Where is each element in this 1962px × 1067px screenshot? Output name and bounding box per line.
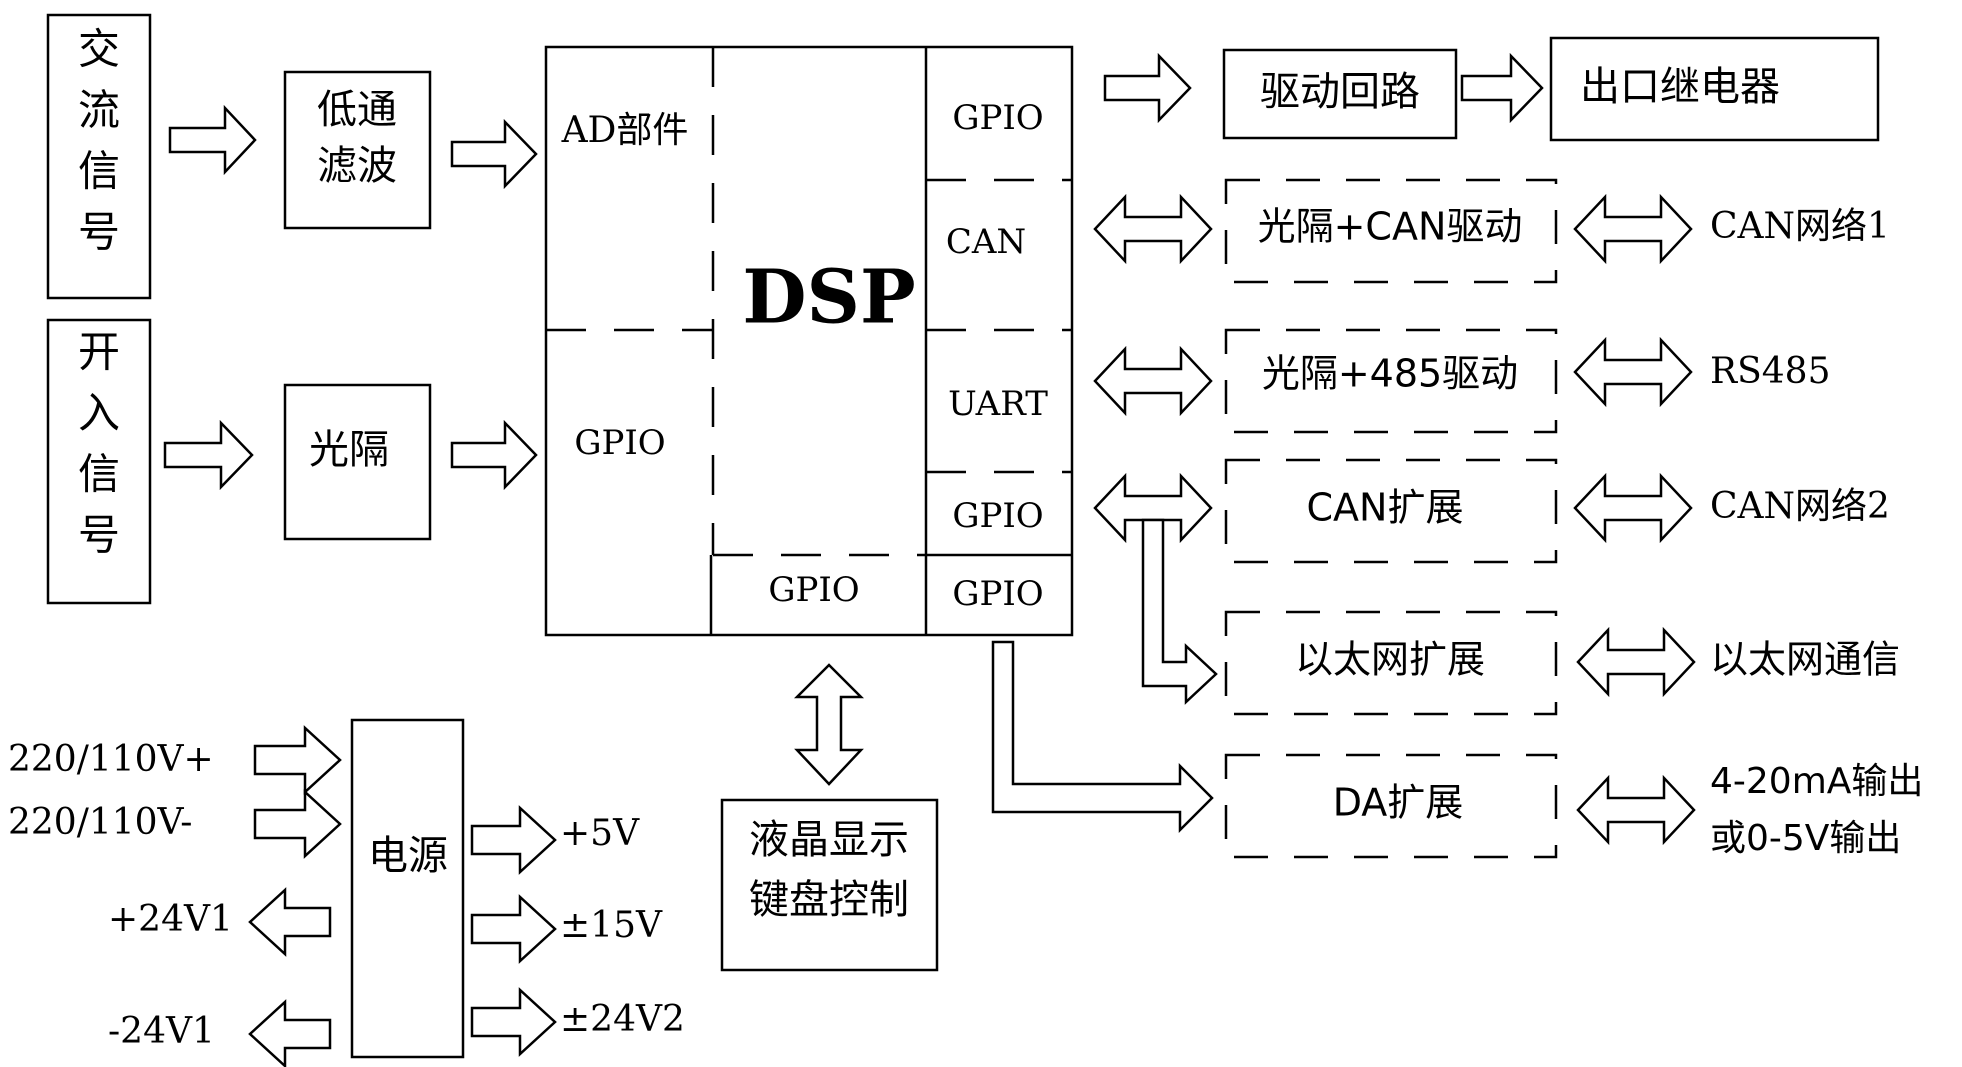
eth-comm-label: 以太网通信 <box>1710 638 1900 682</box>
arrow-power-in-minus <box>253 789 342 859</box>
arrow-can-ext-net2 <box>1573 472 1693 544</box>
ac-signal-char-2: 流 <box>78 86 120 135</box>
eth-ext-block: 以太网扩展 <box>1224 610 1558 716</box>
power-label: 电源 <box>368 833 448 879</box>
arrow-dsp-lcd <box>793 663 865 786</box>
power-in-plus-label: 220/110V+ <box>8 739 214 780</box>
arrow-switch-to-isolator <box>163 419 254 491</box>
dsp-gpio-left: GPIO <box>574 423 665 463</box>
arrow-isolator-to-gpio <box>450 419 538 491</box>
dsp-uart-label: UART <box>948 384 1048 424</box>
power-block: 电源 <box>350 718 465 1059</box>
arrow-gpio-to-drive <box>1103 52 1192 124</box>
relay-block: 出口继电器 <box>1549 36 1880 142</box>
relay-label: 出口继电器 <box>1580 64 1780 110</box>
lowpass-filter-block: 低通 滤波 <box>283 70 432 230</box>
arrow-power-out-24v1-plus <box>248 887 332 957</box>
power-in-minus-label: 220/110V- <box>8 802 192 843</box>
dsp-gpio-bottom-right: GPIO <box>952 574 1043 614</box>
ac-signal-char-4: 号 <box>78 208 120 257</box>
lcd-line-1: 液晶显示 <box>749 817 909 863</box>
can-driver-block: 光隔+CAN驱动 <box>1224 178 1558 284</box>
da-ext-label: DA扩展 <box>1333 781 1464 825</box>
da-out-line-1: 4-20mA输出 <box>1710 761 1923 802</box>
filter-line-1: 低通 <box>317 87 397 133</box>
da-out-line-2: 或0-5V输出 <box>1710 818 1901 859</box>
arrow-power-out-24v1-minus <box>248 999 332 1067</box>
da-ext-block: DA扩展 <box>1224 753 1558 859</box>
can-net1-label: CAN网络1 <box>1710 206 1890 247</box>
switch-signal-char-4: 号 <box>78 511 120 560</box>
arrow-dsp-rs485-driver <box>1093 345 1213 417</box>
arrow-filter-to-ad <box>450 118 538 190</box>
arrow-branch-to-eth-ext <box>1141 518 1218 705</box>
lcd-keyboard-block: 液晶显示 键盘控制 <box>720 798 939 972</box>
dsp-gpio-top: GPIO <box>952 98 1043 138</box>
dsp-gpio-bottom-center: GPIO <box>768 570 859 610</box>
can-driver-label: 光隔+CAN驱动 <box>1258 205 1523 249</box>
eth-ext-label: 以太网扩展 <box>1295 638 1485 682</box>
dsp-gpio-mid: GPIO <box>952 496 1043 536</box>
dsp-ad-label: AD部件 <box>561 110 689 151</box>
power-out-24v1-minus-label: -24V1 <box>108 1011 215 1052</box>
dsp-title: DSP <box>742 255 915 341</box>
isolator-block: 光隔 <box>283 383 432 541</box>
drive-circuit-label: 驱动回路 <box>1260 69 1420 115</box>
arrow-dsp-can-driver <box>1093 193 1213 265</box>
filter-line-2: 滤波 <box>317 143 397 189</box>
switch-signal-char-2: 入 <box>78 389 120 438</box>
isolator-label: 光隔 <box>309 427 389 473</box>
switch-signal-char-1: 开 <box>78 328 120 377</box>
power-out-5v-label: +5V <box>560 813 640 854</box>
power-out-15v-label: ±15V <box>560 905 663 946</box>
arrow-da-ext-out <box>1576 774 1696 846</box>
can-net2-label: CAN网络2 <box>1710 486 1890 527</box>
rs485-driver-label: 光隔+485驱动 <box>1262 352 1518 396</box>
arrow-dsp-can-ext <box>1093 472 1213 544</box>
ac-signal-char-1: 交 <box>78 25 120 74</box>
arrow-power-out-15v <box>470 894 557 964</box>
rs485-label: RS485 <box>1710 351 1830 392</box>
rs485-driver-block: 光隔+485驱动 <box>1224 328 1558 434</box>
arrow-rs485-driver-rs485 <box>1573 336 1693 408</box>
ac-signal-block: 交 流 信 号 <box>46 13 152 300</box>
can-ext-label: CAN扩展 <box>1307 486 1464 530</box>
drive-circuit-block: 驱动回路 <box>1222 48 1458 140</box>
switch-signal-char-3: 信 <box>78 450 120 499</box>
arrow-drive-to-relay <box>1460 52 1544 124</box>
power-out-24v2-label: ±24V2 <box>560 999 685 1040</box>
dsp-can-label: CAN <box>946 222 1026 262</box>
dsp-block: DSP AD部件 GPIO GPIO CAN UART GPIO GPIO GP… <box>544 45 1074 637</box>
lcd-line-2: 键盘控制 <box>749 877 909 923</box>
ac-signal-char-3: 信 <box>78 147 120 196</box>
arrow-power-in-plus <box>253 725 342 795</box>
arrow-power-out-5v <box>470 805 557 875</box>
switch-signal-block: 开 入 信 号 <box>46 318 152 605</box>
arrow-eth-ext-comm <box>1576 626 1696 698</box>
power-out-24v1-plus-label: +24V1 <box>108 899 233 940</box>
arrow-power-out-24v2 <box>470 987 557 1057</box>
arrow-gpio-to-da-ext <box>991 640 1214 834</box>
arrow-can-driver-net1 <box>1573 193 1693 265</box>
can-ext-block: CAN扩展 <box>1224 458 1558 564</box>
arrow-ac-to-filter <box>168 104 257 176</box>
